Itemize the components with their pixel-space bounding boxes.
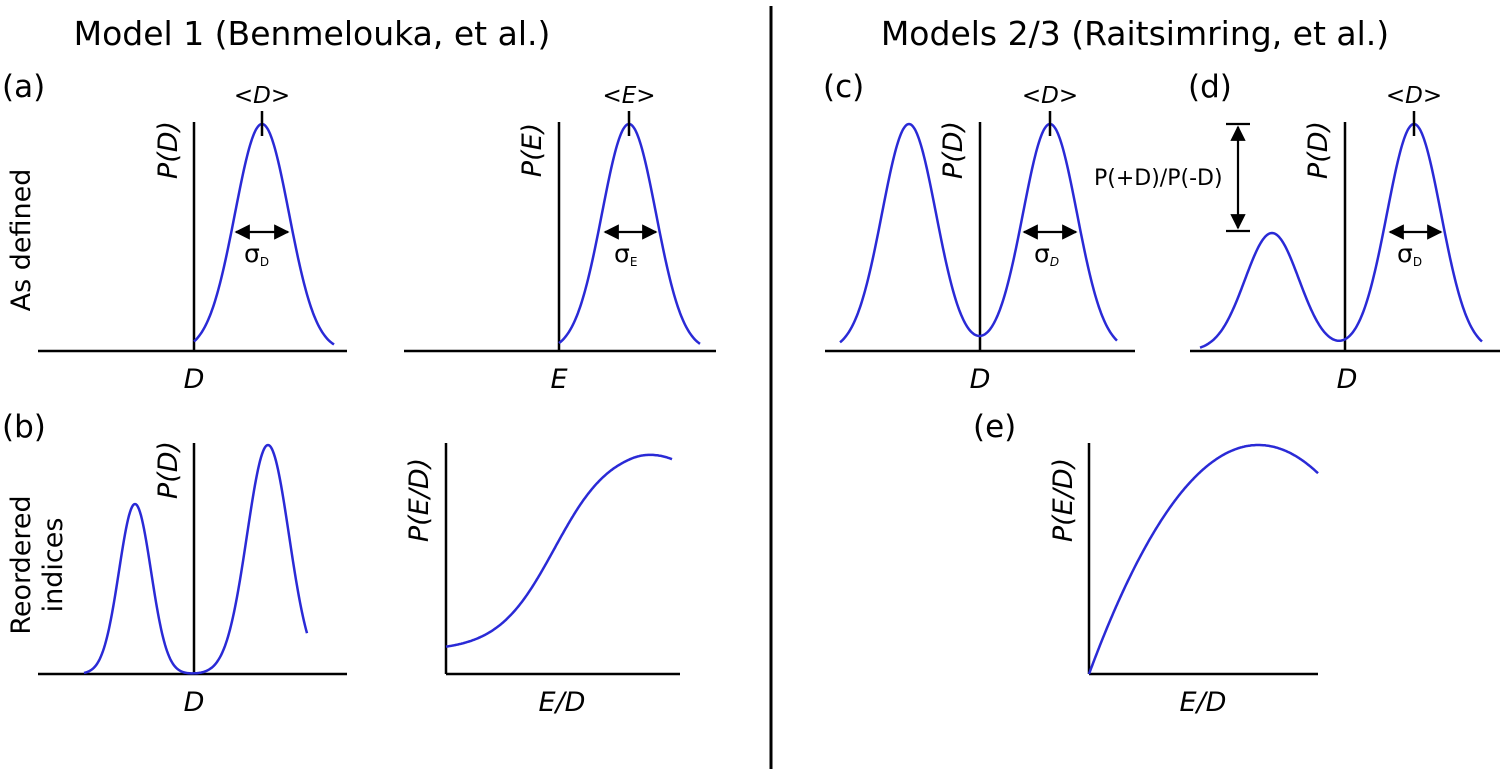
y-axis-label: P(E/D) <box>1048 458 1079 542</box>
y-axis-label: P(D) <box>153 121 184 179</box>
ratio-curve <box>1087 443 1319 675</box>
title-right: Models 2/3 (Raitsimring, et al.) <box>881 14 1389 53</box>
y-axis-label: P(D) <box>938 121 969 179</box>
panel-label-b: (b) <box>2 409 46 445</box>
title-left: Model 1 (Benmelouka, et al.) <box>74 14 551 53</box>
x-axis-label: E/D <box>539 687 586 718</box>
panel-a-distance-plot: P(D) <D> σD D <box>38 83 347 395</box>
x-axis-label: D <box>1337 364 1358 395</box>
efficiency-curve <box>558 122 701 345</box>
panel-b-distance-plot: P(D) D <box>38 441 347 718</box>
y-axis-label: P(E) <box>517 123 548 177</box>
sigma-label: σD <box>1397 239 1422 269</box>
panel-a-efficiency-plot: P(E) <E> σE E <box>404 83 716 395</box>
ratio-label: P(+D)/P(-D) <box>1094 166 1223 191</box>
panel-c-distance-plot: P(D) <D> σD D <box>825 83 1135 395</box>
distance-curve <box>1199 122 1483 349</box>
panel-d-distance-plot: P(+D)/P(-D) P(D) <D> σD D <box>1094 83 1500 395</box>
y-axis-label: P(D) <box>153 441 184 499</box>
sigma-label: σD <box>244 239 269 269</box>
distance-curve <box>83 443 309 675</box>
y-axis-label: P(E/D) <box>404 458 435 542</box>
sigma-label: σE <box>614 239 637 269</box>
row-label-as-defined: As defined <box>6 169 37 312</box>
mean-label: <D> <box>1022 83 1078 109</box>
ratio-curve <box>445 453 673 648</box>
mean-label: <E> <box>602 83 655 109</box>
distance-curve <box>839 122 1118 344</box>
mean-label: <D> <box>1386 83 1442 109</box>
x-axis-label: E/D <box>1180 687 1227 718</box>
sigma-label: σD <box>1034 239 1059 269</box>
x-axis-label: D <box>970 364 991 395</box>
x-axis-label: D <box>184 687 205 718</box>
row-label-indices: indices <box>38 518 69 613</box>
panel-label-e: (e) <box>973 409 1016 445</box>
panel-b-ratio-plot: P(E/D) E/D <box>404 443 680 718</box>
panel-label-c: (c) <box>823 69 864 105</box>
row-label-reordered: Reordered <box>6 495 37 634</box>
mean-label: <D> <box>234 83 290 109</box>
x-axis-label: E <box>550 364 567 395</box>
x-axis-label: D <box>184 364 205 395</box>
panel-label-a: (a) <box>2 69 45 105</box>
y-axis-label: P(D) <box>1303 121 1334 179</box>
panel-e-ratio-plot: P(E/D) E/D <box>1048 443 1319 718</box>
distance-curve <box>193 122 335 346</box>
panel-label-d: (d) <box>1188 69 1232 105</box>
